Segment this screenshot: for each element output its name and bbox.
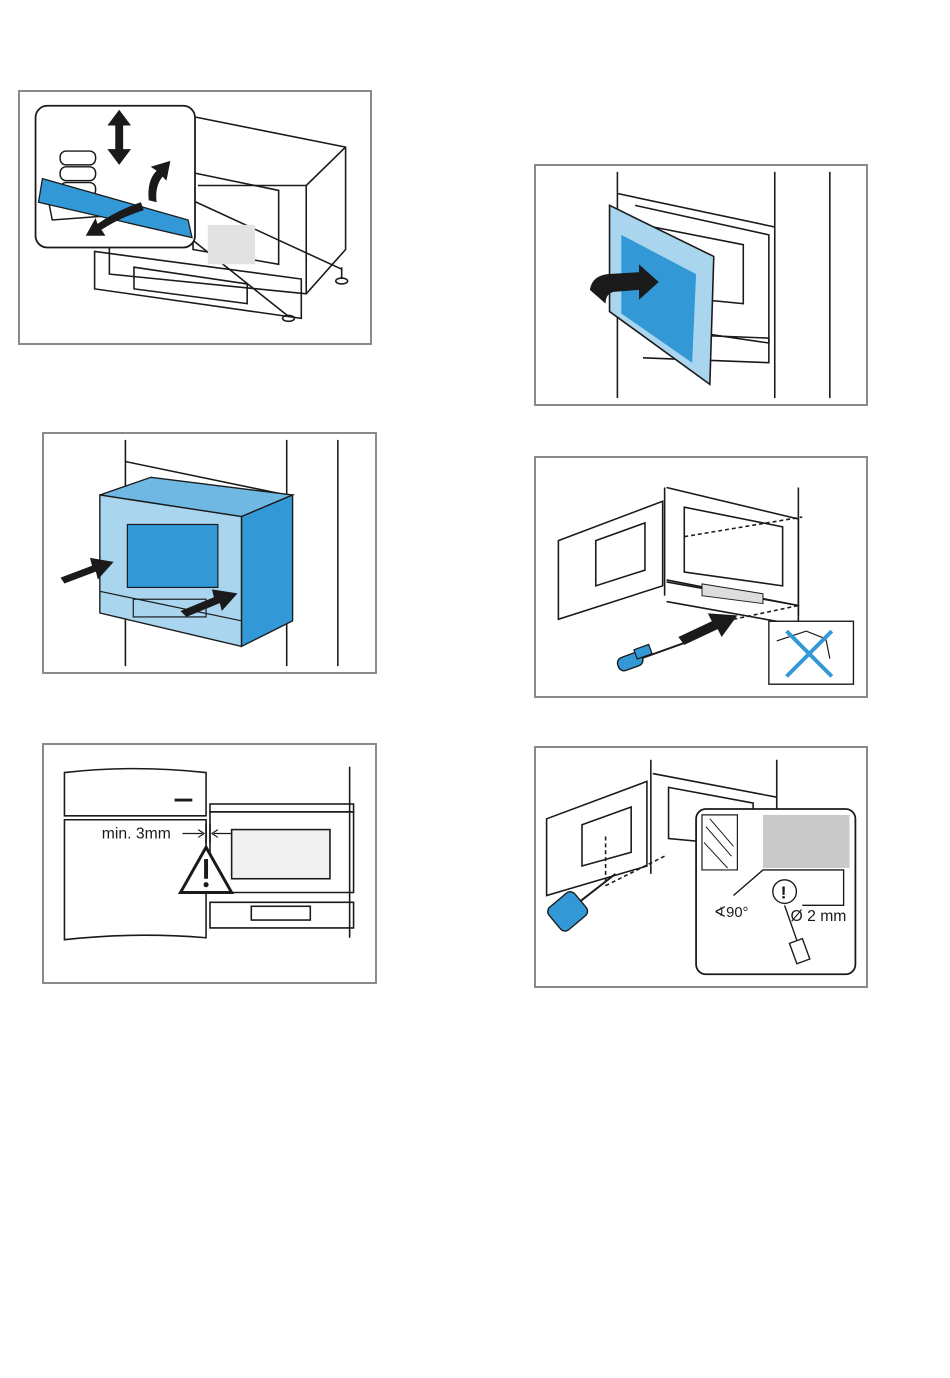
open-door-illustration: [536, 166, 866, 404]
angle-label: ∢90°: [714, 905, 749, 921]
panel-clearance: min. 3mm: [42, 743, 377, 984]
screwdriver-icon: [616, 643, 684, 673]
warning-triangle-icon: [180, 847, 231, 892]
svg-text:!: !: [781, 882, 787, 902]
panel-open-door: [534, 164, 868, 406]
gap-label: min. 3mm: [102, 825, 171, 842]
panel-slide-in: [42, 432, 377, 674]
clearance-illustration: min. 3mm: [44, 745, 375, 982]
panel-pre-drill: ! ∢90° Ø 2 mm: [534, 746, 868, 988]
drill-icon: [545, 874, 615, 934]
panel-adjust-feet: [18, 90, 372, 345]
pre-drill-illustration: ! ∢90° Ø 2 mm: [536, 748, 866, 986]
adjust-feet-illustration: [20, 92, 370, 343]
screw-fix-illustration: [536, 458, 866, 696]
panel-screw-fix: [534, 456, 868, 698]
slide-in-illustration: [44, 434, 375, 672]
diameter-label: Ø 2 mm: [790, 908, 846, 925]
door-panel: [610, 205, 714, 384]
push-arrow-icon: [678, 613, 737, 644]
no-drill-icon: [769, 621, 854, 684]
